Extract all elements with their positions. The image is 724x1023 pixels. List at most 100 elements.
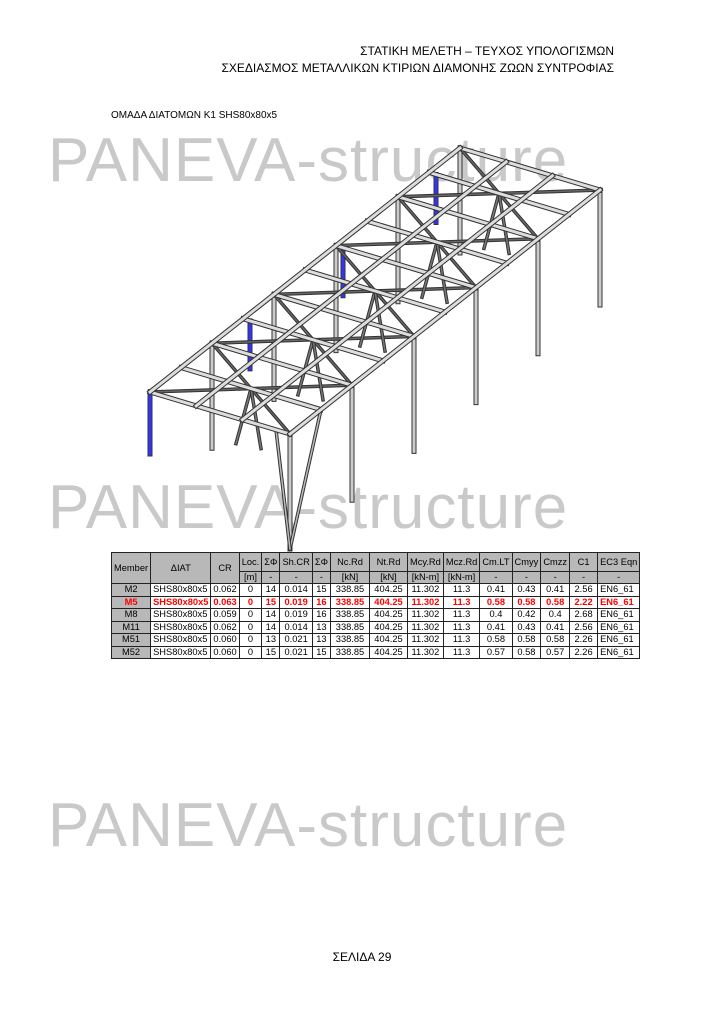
table-cell: 2.26 <box>569 633 599 647</box>
cross-beam <box>427 170 571 217</box>
table-cell: 11.3 <box>442 620 481 634</box>
table-cell: 0.060 <box>210 633 240 647</box>
table-cell: 11.3 <box>442 608 481 622</box>
column-header: Cmzz <box>540 552 571 572</box>
column-unit: - <box>311 571 332 584</box>
cross-beam <box>458 146 602 192</box>
column-unit: - <box>511 571 542 584</box>
table-cell: 0.4 <box>540 608 571 622</box>
table-cell: 13 <box>311 620 332 634</box>
column-header: Mcz.Rd <box>442 552 481 572</box>
table-cell: 404.25 <box>369 608 408 622</box>
table-cell: 338.85 <box>330 595 370 609</box>
table-cell: SHS80x80x5 <box>150 645 212 659</box>
table-cell: EN6_61 <box>597 620 641 634</box>
cross-beam <box>148 390 292 436</box>
header-line-1: ΣΤΑΤΙΚΗ ΜΕΛΕΤΗ – ΤΕΥΧΟΣ ΥΠΟΛΟΓΙΣΜΩΝ <box>360 44 614 58</box>
table-cell: M11 <box>110 620 152 634</box>
table-cell: 404.25 <box>369 583 408 597</box>
cross-beam <box>210 341 354 388</box>
table-cell: 0.062 <box>210 583 240 597</box>
table-cell: SHS80x80x5 <box>150 633 212 647</box>
table-cell: 0 <box>238 645 263 659</box>
column-unit: [kN-m] <box>407 571 444 584</box>
column-header: Mcy.Rd <box>407 552 444 572</box>
cross-beam <box>272 292 416 339</box>
brace <box>498 192 510 255</box>
cross-beam <box>396 194 540 241</box>
table-cell: 13 <box>261 633 281 647</box>
table-cell: 13 <box>311 633 332 647</box>
table-cell: 2.22 <box>569 595 599 609</box>
table-cell: EN6_61 <box>597 608 641 622</box>
brace <box>250 387 262 450</box>
table-cell: 0.014 <box>279 620 313 634</box>
brace <box>275 428 291 550</box>
column-unit: - <box>540 571 571 584</box>
table-cell: 15 <box>261 645 281 659</box>
table-cell: 11.302 <box>407 595 444 609</box>
table-cell: 0.41 <box>479 583 513 597</box>
table-cell: EN6_61 <box>597 583 641 597</box>
section-group-title: ΟΜΑΔΑ ΔΙΑΤΟΜΩΝ Κ1 SHS80x80x5 <box>111 110 278 121</box>
column-unit: [m] <box>238 571 263 584</box>
column-unit: [kN-m] <box>442 571 481 584</box>
longitudinal-beam <box>240 173 555 422</box>
column-header: C1 <box>569 552 599 572</box>
longitudinal-beam <box>287 187 603 437</box>
table-cell: 338.85 <box>330 645 370 659</box>
table-cell: 0.42 <box>511 608 542 622</box>
column-header: Nt.Rd <box>369 552 408 572</box>
table-cell: 11.3 <box>442 595 481 609</box>
table-cell: 0.021 <box>279 645 313 659</box>
column-header: Sh.CR <box>279 552 313 572</box>
table-cell: 0.4 <box>479 608 513 622</box>
table-cell: 0.021 <box>279 633 313 647</box>
table-cell: 0.063 <box>210 595 240 609</box>
table-cell: 0 <box>238 608 263 622</box>
table-cell: 11.302 <box>407 633 444 647</box>
table-cell: 0.019 <box>279 595 313 609</box>
table-cell: 0.58 <box>511 595 542 609</box>
table-cell: SHS80x80x5 <box>150 608 212 622</box>
cross-beam <box>334 243 478 290</box>
cross-beam <box>303 268 447 314</box>
table-cell: 0.58 <box>540 595 571 609</box>
column-header: Cmyy <box>511 552 542 572</box>
table-cell: M51 <box>110 633 152 647</box>
table-cell: 2.26 <box>569 645 599 659</box>
table-cell: 404.25 <box>369 645 408 659</box>
table-cell: 0 <box>238 583 263 597</box>
table-cell: 0.43 <box>511 583 542 597</box>
table-cell: SHS80x80x5 <box>150 595 212 609</box>
brace <box>289 408 322 550</box>
cross-beam <box>365 219 509 266</box>
cross-beam <box>241 316 385 363</box>
table-cell: 2.68 <box>569 608 599 622</box>
column-unit: - <box>279 571 313 584</box>
header-line-2: ΣΧΕΔΙΑΣΜΟΣ ΜΕΤΑΛΛΙΚΩΝ ΚΤΙΡΙΩΝ ΔΙΑΜΟΝΗΣ Ζ… <box>221 61 614 75</box>
table-cell: 11.3 <box>442 583 481 597</box>
table-cell: 0.41 <box>540 583 571 597</box>
table-cell: EN6_61 <box>597 633 641 647</box>
table-cell: 0.43 <box>511 620 542 634</box>
table-cell: 2.56 <box>569 620 599 634</box>
table-cell: 0.41 <box>540 620 571 634</box>
table-cell: M52 <box>110 645 152 659</box>
column-header: Member <box>110 552 152 584</box>
table-cell: M2 <box>110 583 152 597</box>
table-cell: 15 <box>311 645 332 659</box>
table-cell: 0.059 <box>210 608 240 622</box>
watermark: PANEVA-structure <box>48 791 569 860</box>
table-cell: 0.014 <box>279 583 313 597</box>
table-cell: 0.58 <box>479 595 513 609</box>
column-unit: [kN] <box>330 571 370 584</box>
longitudinal-beam <box>194 159 509 408</box>
